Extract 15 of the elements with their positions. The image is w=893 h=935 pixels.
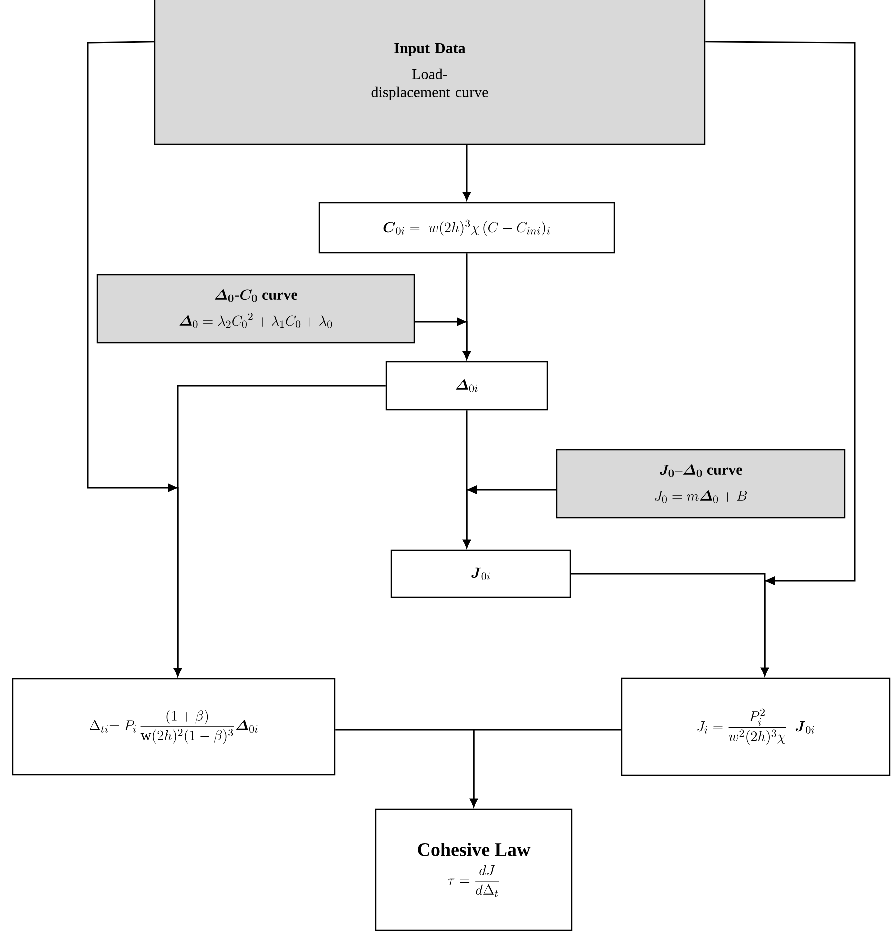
arrow [415, 318, 471, 360]
process-box: Cohesive Law $\tau = \dfrac{dJ}{d\Delta_t}$ [375, 808, 573, 932]
process-box: $\boldsymbol{J}_{0i}$ [390, 550, 572, 598]
arrow [470, 729, 622, 808]
input-box: $\boldsymbol{J_0\text{--}\varDelta_0}\ \textbf{curve}$ $J_0 = m\boldsymbol{\varDelta}_0 + B$ [556, 449, 846, 519]
arrow [706, 41, 856, 676]
process-box: $\boldsymbol{C}_{0i} = \; w(2h)^3\chi\,(C - C_{ini})_i$ [318, 202, 616, 254]
input-box: $\boldsymbol{\varDelta_0\text{-}C_0}\ \textbf{curve}$ $\boldsymbol{\varDelta}_0 = \lambda_2 {C_0}^2 + \lambda_1 C_0 + \lambda_0$ [96, 274, 416, 344]
arrow [463, 145, 471, 201]
process-box: $\boldsymbol{\varDelta}_{0i}$ [386, 361, 548, 411]
process-box: $J_i = \dfrac{P_i^2}{w^2(2h)^3\chi}\;\ \boldsymbol{J}_{0i}$ [621, 678, 891, 776]
process-box: $\Delta_{ti}{=}\ P_i\,\dfrac{(1+\beta)}{\mathrm{w}(2h)^2(1-\beta)^3}\boldsymbol{\varDelta}_{0i}$ [12, 678, 336, 776]
input-box: Input Data Load-displacement curve [154, 0, 706, 146]
arrow [463, 486, 556, 548]
arrow [174, 385, 386, 677]
